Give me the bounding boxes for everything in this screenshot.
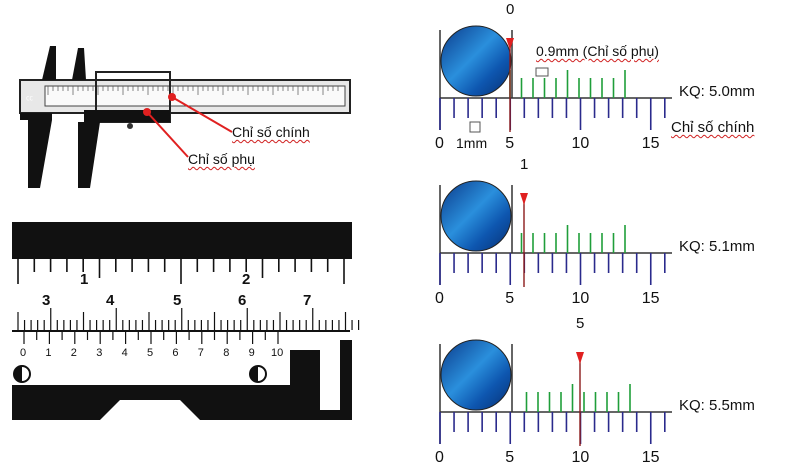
marker-arrow-icon: [520, 193, 528, 205]
marker-number: 1: [520, 156, 529, 173]
screw-icon: [13, 365, 31, 383]
result-text: KQ: 5.1mm: [679, 238, 755, 255]
marker-number: 5: [576, 315, 585, 332]
main-scale-number: 5: [505, 290, 515, 307]
vernier-number: 4: [121, 347, 128, 359]
main-scale-number: 10: [571, 290, 590, 307]
screw-icon: [249, 365, 267, 383]
result-text: KQ: 5.0mm: [679, 83, 755, 100]
vernier-number: 0: [20, 347, 27, 359]
vernier-number: 1: [45, 347, 52, 359]
top-scale-ticks: [17, 258, 345, 284]
vernier-number: 2: [70, 347, 77, 359]
mm-note-bracket: [469, 121, 481, 133]
main-scale-number: 15: [641, 290, 660, 307]
vernier-ticks: [23, 332, 279, 344]
marker-arrow-icon: [576, 352, 584, 364]
main-scale-number: 6: [238, 292, 247, 309]
vernier-number: 9: [248, 347, 255, 359]
main-scale-number: 4: [106, 292, 115, 309]
main-scale-number: 5: [505, 449, 515, 466]
top-scale-number: 1: [80, 271, 89, 288]
vernier-number: 5: [147, 347, 154, 359]
main-scale-number: 10: [571, 135, 590, 152]
vernier-number: 6: [172, 347, 179, 359]
mm-note: 1mm: [456, 135, 488, 151]
vernier-note-bracket: [535, 67, 549, 77]
vernier-scale-label: Chỉ số phụ: [188, 151, 255, 167]
vernier-number: 7: [197, 347, 204, 359]
ball-object: [440, 339, 512, 411]
main-scale-number: 7: [303, 292, 312, 309]
main-scale-note: Chỉ số chính: [671, 119, 755, 136]
main-scale-number: 15: [641, 449, 660, 466]
vernier-note: 0.9mm (Chỉ số phụ): [536, 43, 659, 59]
main-scale-number: 0: [435, 449, 444, 466]
ruler-closeup: [12, 222, 360, 420]
caliper-illustration: ㏄: [19, 46, 351, 188]
main-scale-number: 0: [435, 135, 444, 152]
marker-arrow-icon: [506, 38, 514, 50]
main-scale-number: 15: [641, 135, 660, 152]
marker-number: 0: [506, 1, 515, 18]
main-scale-number: 10: [571, 449, 590, 466]
vernier-number: 8: [223, 347, 230, 359]
vernier-panel: [439, 180, 672, 287]
main-scale-number: 0: [435, 290, 444, 307]
main-scale-ticks: [17, 308, 360, 330]
ruler-top-bar: [12, 222, 352, 258]
svg-text:㏄: ㏄: [26, 95, 33, 102]
main-scale-label: Chỉ số chính: [232, 124, 310, 140]
vernier-panel: [439, 339, 672, 446]
ball-object: [440, 180, 512, 252]
ruler-slider-body: [12, 340, 352, 420]
top-scale-number: 2: [242, 271, 251, 288]
vernier-number: 10: [271, 347, 284, 359]
main-scale-number: 5: [505, 135, 515, 152]
vernier-number: 3: [96, 347, 103, 359]
vernier-panel: [439, 25, 672, 133]
ball-object: [440, 25, 512, 97]
caliper-fixed-jaw: [20, 80, 52, 188]
caliper-sliding-jaw: [78, 122, 100, 188]
result-text: KQ: 5.5mm: [679, 397, 755, 414]
main-scale-number: 5: [173, 292, 182, 309]
vernier-panels: [439, 25, 672, 446]
main-scale-number: 3: [42, 292, 51, 309]
